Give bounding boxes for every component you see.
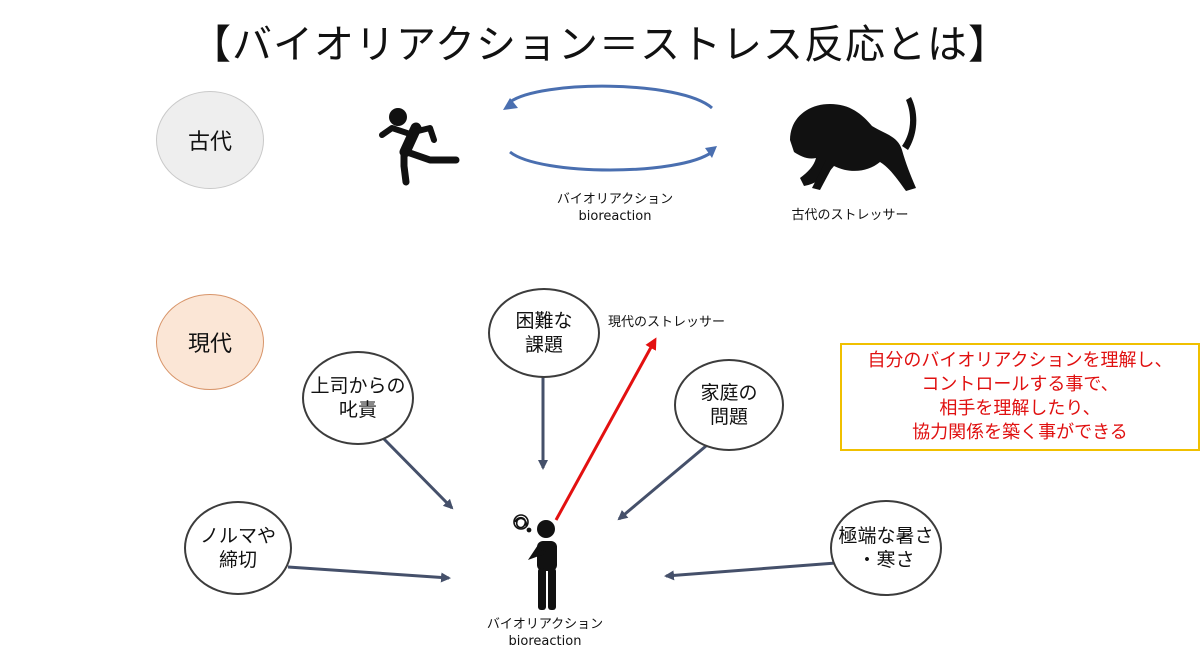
key-message-line: 協力関係を築く事ができる [912,422,1128,443]
modern-bioreaction-en: bioreaction [508,634,582,649]
stressor-heat-line1: 極端な暑さ [838,525,934,547]
arrow-modern-stressor [554,337,657,521]
bioreaction-cycle-arrows [503,84,717,172]
stressor-boss-line1: 上司からの [310,375,406,397]
ancient-stressor-caption: 古代のストレッサー [791,208,909,223]
stressor-boss-bubble: 上司からの 叱責 [302,351,414,445]
era-ancient-badge: 古代 [156,91,264,189]
era-modern-badge: 現代 [156,294,264,390]
stressor-family-line1: 家庭の [700,382,758,404]
stressor-task-bubble: 困難な 課題 [488,288,600,378]
page-title: 【バイオリアクション＝ストレス反応とは】 [191,22,1009,68]
stressor-quota-bubble: ノルマや 締切 [184,501,292,595]
stressor-heat-bubble: 極端な暑さ ・寒さ [830,500,942,596]
stressor-task-line1: 困難な [515,310,573,332]
key-message-line: 相手を理解したり、 [939,398,1101,419]
stressor-family-bubble: 家庭の 問題 [674,359,784,451]
ancient-bioreaction-jp: バイオリアクション [556,192,674,207]
key-message-line: コントロールする事で、 [921,374,1119,395]
stressor-task-line2: 課題 [524,334,563,356]
ancient-bioreaction-caption: バイオリアクション bioreaction [520,191,710,225]
key-message-line: 自分のバイオリアクションを理解し、 [867,350,1173,371]
stressed-person-icon [527,520,557,610]
modern-stressor-caption: 現代のストレッサー [608,315,726,330]
scribble-thought-icon [513,514,532,533]
stressor-boss-line2: 叱責 [338,399,377,421]
era-ancient-label: 古代 [187,130,232,155]
arrow-family [617,444,707,521]
lion-icon [790,97,917,191]
arrow-boss [381,436,454,510]
running-person-icon [379,108,460,186]
stressor-heat-line2: ・寒さ [857,549,915,571]
era-modern-label: 現代 [187,332,232,357]
stressor-quota-line1: ノルマや [199,525,276,547]
ancient-bioreaction-en: bioreaction [578,209,652,224]
arrow-heat [664,561,837,581]
modern-bioreaction-jp: バイオリアクション [486,617,604,632]
arrow-quota [287,565,451,583]
key-message-box: 自分のバイオリアクションを理解し、 コントロールする事で、 相手を理解したり、 … [840,343,1200,451]
stressor-quota-line2: 締切 [218,549,257,571]
modern-bioreaction-caption: バイオリアクション bioreaction [450,616,640,650]
stressor-family-line2: 問題 [709,406,748,428]
